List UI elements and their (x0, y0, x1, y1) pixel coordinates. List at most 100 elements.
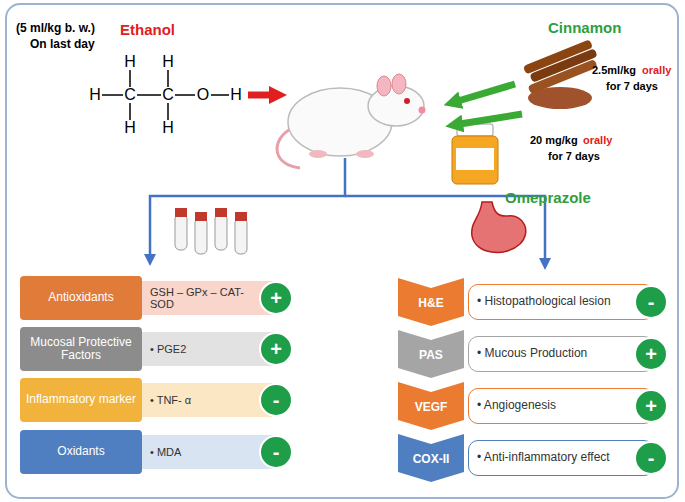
finding-box: • Anti-inflammatory effect (468, 440, 654, 476)
atom-symbol: H (162, 53, 174, 71)
bond-line (102, 94, 123, 96)
category-box: Inflammatory marker (20, 378, 142, 422)
rat-ear (392, 74, 406, 94)
node-text: + (634, 395, 668, 417)
tube (235, 218, 247, 254)
atom-symbol: C (124, 86, 136, 104)
bond-line (137, 94, 161, 96)
circle-shape (635, 442, 667, 474)
tube-cap (175, 208, 187, 217)
category-box: Oxidants (20, 430, 142, 474)
band-shape (142, 383, 292, 417)
bond-line (129, 103, 131, 120)
cinnamon-stick (528, 59, 598, 94)
route-note: orally (642, 64, 671, 76)
bond-line (167, 103, 169, 120)
node-text: • Histopathological lesion (469, 295, 653, 308)
circle-shape (635, 338, 667, 370)
ethanol-bonds (102, 70, 229, 120)
atom-symbol: H (124, 119, 136, 137)
bond-line (167, 70, 169, 87)
node-text: + (259, 338, 293, 360)
timing-note: On last day (30, 38, 95, 51)
stain-chevron: VEGF (398, 382, 464, 430)
node-text: Mucosal Protective Factors (20, 336, 142, 363)
duration-note: for 7 days (548, 150, 600, 162)
node-text: COX-II (398, 449, 464, 466)
band-shape (142, 281, 292, 315)
category-box: Mucosal Protective Factors (20, 327, 142, 371)
atom-symbol: O (197, 86, 209, 104)
node-text: Oxidants (20, 445, 142, 458)
atom-symbol: H (89, 86, 101, 104)
effect-circle: - (634, 441, 668, 475)
chevron-shape (398, 434, 464, 482)
agent-name: Ethanol (120, 22, 175, 39)
chevron-shape (398, 278, 464, 326)
dose-note: 2.5ml/kg (592, 64, 636, 76)
agent-name: Cinnamon (548, 20, 621, 37)
node-text: + (634, 343, 668, 365)
circle-shape (260, 384, 292, 416)
agent-name: Omeprazole (505, 190, 591, 207)
rat-eye (404, 98, 410, 104)
node-text: • Mucous Production (469, 347, 653, 360)
node-text: H&E (398, 293, 464, 310)
effect-circle: + (634, 337, 668, 371)
rat-ear (377, 76, 391, 96)
node-text: PAS (398, 345, 464, 362)
rat-nose (419, 107, 426, 114)
node-text: • Angiogenesis (469, 399, 653, 412)
test-tubes (175, 208, 247, 254)
tube-cap (235, 212, 247, 221)
finding-box: • Histopathological lesion (468, 284, 654, 320)
tube (215, 214, 227, 250)
effect-circle: + (259, 332, 293, 366)
dose-note: (5 ml/kg b. w.) (16, 22, 95, 35)
band-shape (142, 332, 292, 366)
effect-circle: - (259, 435, 293, 469)
circle-shape (635, 390, 667, 422)
tube-cap (215, 208, 227, 217)
chevron-shape (398, 330, 464, 378)
bottle-label (456, 148, 494, 170)
atom-symbol: H (162, 119, 174, 137)
tube (175, 214, 187, 250)
outer-frame (6, 4, 678, 498)
stain-chevron: COX-II (398, 434, 464, 482)
stain-chevron: PAS (398, 330, 464, 378)
node-text: Antioxidants (20, 291, 142, 304)
rat-foot (356, 150, 374, 158)
cinnamon-arrow (458, 84, 515, 101)
chevron-shape (398, 382, 464, 430)
atom-symbol: C (162, 86, 174, 104)
node-text: • Anti-inflammatory effect (469, 451, 653, 464)
bond-line (129, 70, 131, 87)
effect-circle: + (634, 389, 668, 423)
bond-line (211, 94, 229, 96)
circle-shape (260, 333, 292, 365)
branch-line (150, 158, 345, 256)
node-text: + (259, 287, 293, 309)
circle-shape (260, 436, 292, 468)
omeprazole-arrow (460, 114, 522, 124)
effect-circle: + (259, 281, 293, 315)
pill-bottle (452, 124, 498, 184)
node-text: - (634, 291, 668, 313)
atom-symbol: H (230, 86, 242, 104)
effect-circle: - (634, 285, 668, 319)
band-shape (142, 435, 292, 469)
bond-line (175, 94, 195, 96)
rat-illustration (277, 74, 425, 168)
node-text: VEGF (398, 397, 464, 414)
node-text: Inflammatory marker (20, 393, 142, 406)
rat-foot (309, 150, 327, 158)
stomach-icon (472, 202, 526, 252)
tube (195, 218, 207, 254)
circle-shape (635, 286, 667, 318)
